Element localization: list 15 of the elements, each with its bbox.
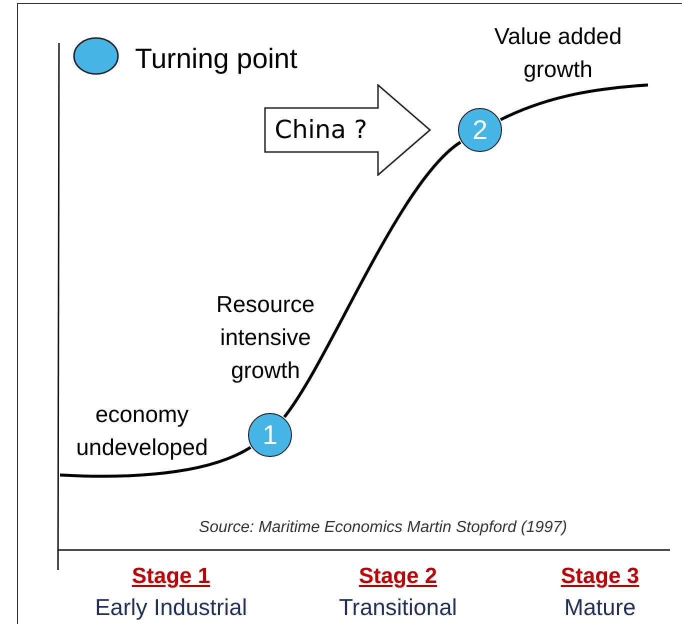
curve-label: Resource intensive growth xyxy=(215,290,316,385)
stage-name: Mature xyxy=(563,593,637,622)
growth-curve xyxy=(283,141,462,418)
curve-label: Value added growth xyxy=(493,22,623,84)
source-note: Source: Maritime Economics Martin Stopford (1997) xyxy=(198,518,568,538)
block-arrow: China ? xyxy=(264,84,432,176)
curve-label: economy undeveloped xyxy=(75,400,209,462)
stage-name: Early Industrial xyxy=(94,593,248,622)
legend-label: Turning point xyxy=(135,42,298,76)
stage-name: Transitional xyxy=(338,593,458,622)
stage-heading: Stage 2 xyxy=(358,562,438,590)
growth-curve xyxy=(60,446,252,478)
stage-heading: Stage 3 xyxy=(560,562,640,590)
stage-heading: Stage 1 xyxy=(130,562,212,590)
growth-curve xyxy=(500,84,648,122)
